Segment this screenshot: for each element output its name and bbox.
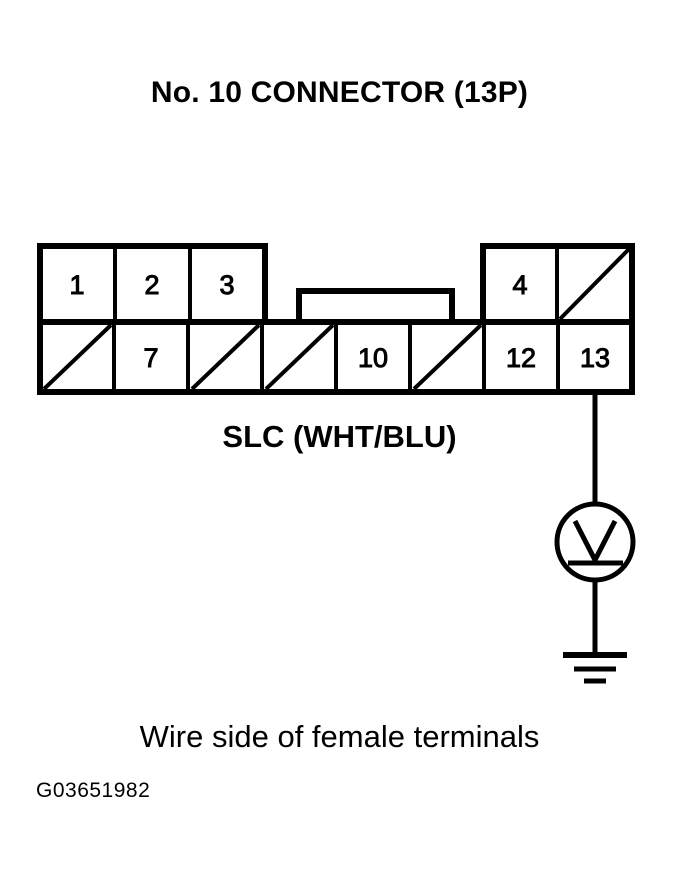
connector-bottom-block	[37, 319, 635, 395]
figure-reference-code: G03651982	[36, 779, 151, 802]
pin-label-4: 4	[512, 270, 527, 300]
pin-label-12: 12	[506, 343, 536, 373]
pin-number-labels: 1 2 3 4 7 10 12 13	[69, 270, 611, 374]
diagram-caption: Wire side of female terminals	[139, 719, 540, 754]
top-cell-5-diagonal	[558, 247, 631, 321]
connector-top-left-block	[37, 243, 268, 325]
pin-label-7: 7	[143, 343, 158, 373]
pin-label-13: 13	[580, 343, 610, 373]
notch-outline	[296, 288, 455, 322]
top-left-block-outline	[37, 243, 268, 325]
bottom-cell-11-diagonal	[412, 323, 483, 391]
wire-circuit-label: SLC (WHT/BLU)	[222, 419, 457, 454]
pin-label-2: 2	[144, 270, 159, 300]
connector-center-notch	[296, 288, 455, 322]
pin-label-3: 3	[219, 270, 234, 300]
ground-symbol	[563, 652, 627, 684]
voltmeter-v-glyph	[572, 519, 618, 566]
bottom-cell-9-diagonal	[264, 323, 335, 391]
pin-label-1: 1	[69, 270, 84, 300]
voltmeter-circle	[554, 501, 636, 583]
pin-label-10: 10	[358, 343, 388, 373]
bottom-cell-6-diagonal	[42, 323, 113, 391]
connector-top-right-block	[480, 243, 635, 325]
bottom-cell-8-diagonal	[190, 323, 261, 391]
connector-body: 1 2 3 4 7 10 12 13	[37, 243, 636, 684]
voltmeter-symbol	[554, 501, 636, 583]
page-title: No. 10 CONNECTOR (13P)	[150, 76, 529, 109]
